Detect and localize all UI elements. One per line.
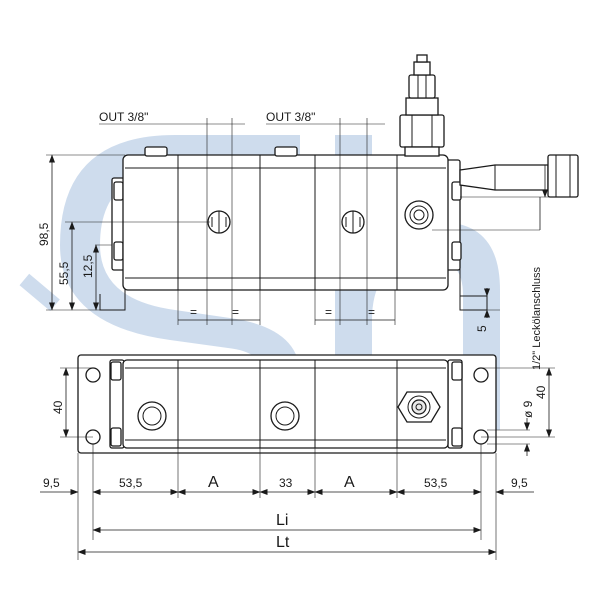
dim-40-left: 40 xyxy=(51,400,65,414)
dim-a-right: A xyxy=(344,474,355,491)
fitting-nut xyxy=(397,391,441,423)
top-view xyxy=(77,354,497,454)
valve-body xyxy=(122,154,449,291)
leak-port-label: 1/2" Leckölanschluss xyxy=(531,267,543,370)
leak-port xyxy=(404,200,434,230)
top-cap-left xyxy=(137,401,167,431)
dim-55-5: 55,5 xyxy=(57,261,71,285)
dim-9-5-right: 9,5 xyxy=(511,476,528,490)
equal-mark: = xyxy=(232,305,239,319)
side-fitting xyxy=(459,154,579,198)
dim-lt: Lt xyxy=(276,534,290,551)
dim-12-5: 12,5 xyxy=(81,254,95,278)
mounting-hole xyxy=(473,367,489,383)
bolt-head xyxy=(113,241,124,261)
mounting-hole xyxy=(85,367,101,383)
dim-5: 5 xyxy=(475,325,489,332)
dim-9-5-left: 9,5 xyxy=(43,476,60,490)
dim-53-5-left: 53,5 xyxy=(119,476,143,490)
top-cap xyxy=(274,146,298,157)
dim-40-right: 40 xyxy=(534,385,548,399)
bolt-head xyxy=(451,241,462,261)
bolt-head xyxy=(451,181,462,201)
equal-mark: = xyxy=(325,305,332,319)
out-left-label: OUT 3/8" xyxy=(99,110,148,124)
dim-33: 33 xyxy=(279,476,293,490)
bottom-view-dimensions: 40 40 ø 9 9,5 53,5 A 33 A 53,5 9,5 xyxy=(40,367,555,560)
out-port-right xyxy=(341,210,365,234)
bolt-head xyxy=(113,181,124,201)
out-right-label: OUT 3/8" xyxy=(266,110,315,124)
dim-li: Li xyxy=(276,512,288,529)
equal-mark: = xyxy=(368,305,375,319)
dim-dia-9: ø 9 xyxy=(521,400,535,418)
pressure-fitting xyxy=(399,54,445,157)
side-view xyxy=(99,54,579,311)
top-cap xyxy=(144,146,168,157)
top-cap-right xyxy=(270,401,300,431)
equal-mark: = xyxy=(190,305,197,319)
out-port-left xyxy=(207,210,231,234)
top-view-dimensions: OUT 3/8" OUT 3/8" = = = = 98,5 55,5 12,5 xyxy=(37,110,555,370)
dim-98-5: 98,5 xyxy=(37,222,51,246)
dim-53-5-right: 53,5 xyxy=(424,476,448,490)
dim-a-left: A xyxy=(208,474,219,491)
